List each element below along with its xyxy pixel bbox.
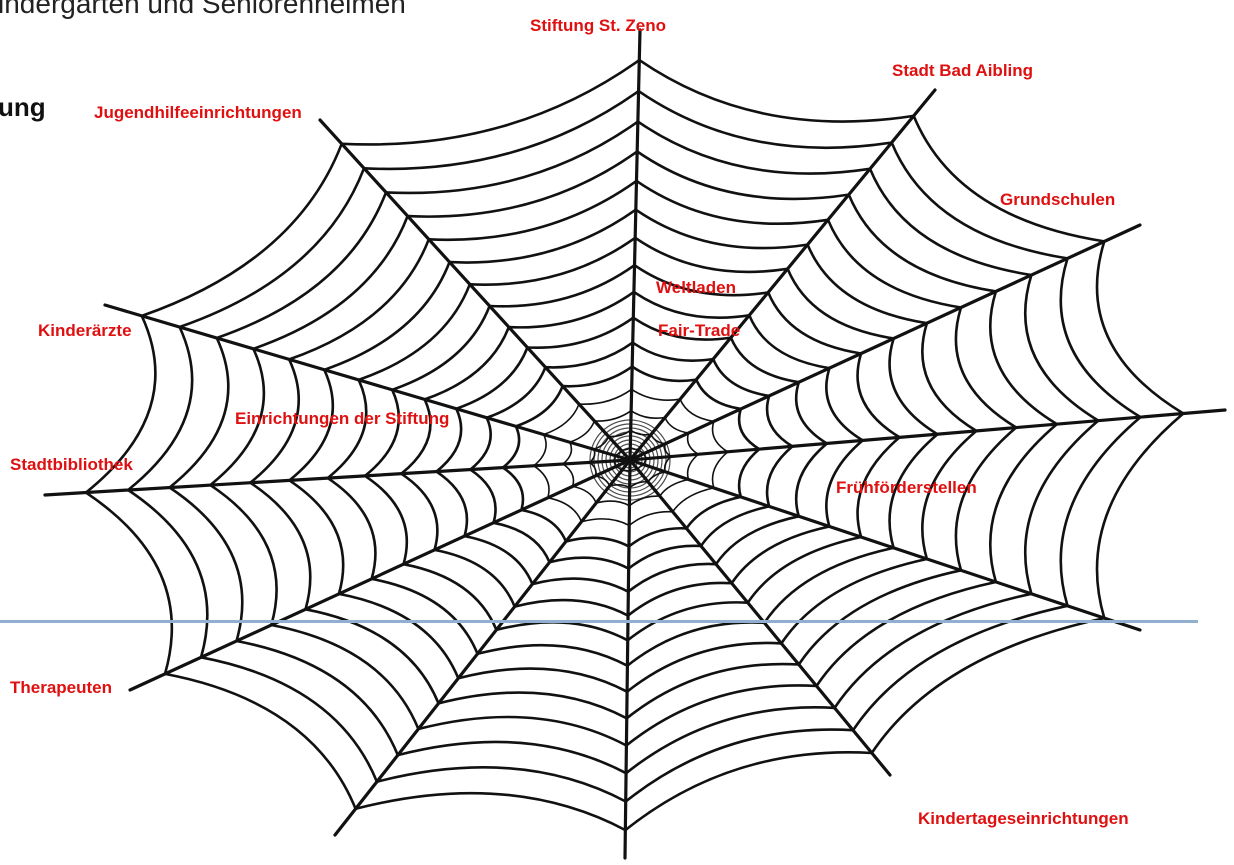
spider-web (45, 30, 1225, 858)
web-spoke (630, 460, 890, 775)
network-labels: Stiftung St. Zeno Stadt Bad Aibling Juge… (10, 16, 1129, 828)
label-kindertageseinrichtungen: Kindertageseinrichtungen (918, 809, 1129, 828)
label-therapeuten: Therapeuten (10, 678, 112, 697)
web-ring (128, 91, 1140, 801)
label-stadt-bad-aibling: Stadt Bad Aibling (892, 61, 1033, 80)
label-weltladen: Weltladen (656, 278, 736, 297)
web-spoke (335, 460, 630, 835)
label-fair-trade: Fair-Trade (658, 321, 740, 340)
horizontal-divider (0, 620, 1198, 623)
label-stadtbibliothek: Stadtbibliothek (10, 455, 133, 474)
label-jugendhilfeeinrichtungen: Jugendhilfeeinrichtungen (94, 103, 302, 122)
label-kinderaerzte: Kinderärzte (38, 321, 132, 340)
label-einrichtungen-der-stiftung: Einrichtungen der Stiftung (235, 409, 449, 428)
web-spoke (130, 460, 630, 690)
web-spoke (105, 305, 630, 460)
label-stiftung-st-zeno: Stiftung St. Zeno (530, 16, 666, 35)
label-grundschulen: Grundschulen (1000, 190, 1115, 209)
label-fruehfoerderstellen: Frühförderstellen (836, 478, 977, 497)
